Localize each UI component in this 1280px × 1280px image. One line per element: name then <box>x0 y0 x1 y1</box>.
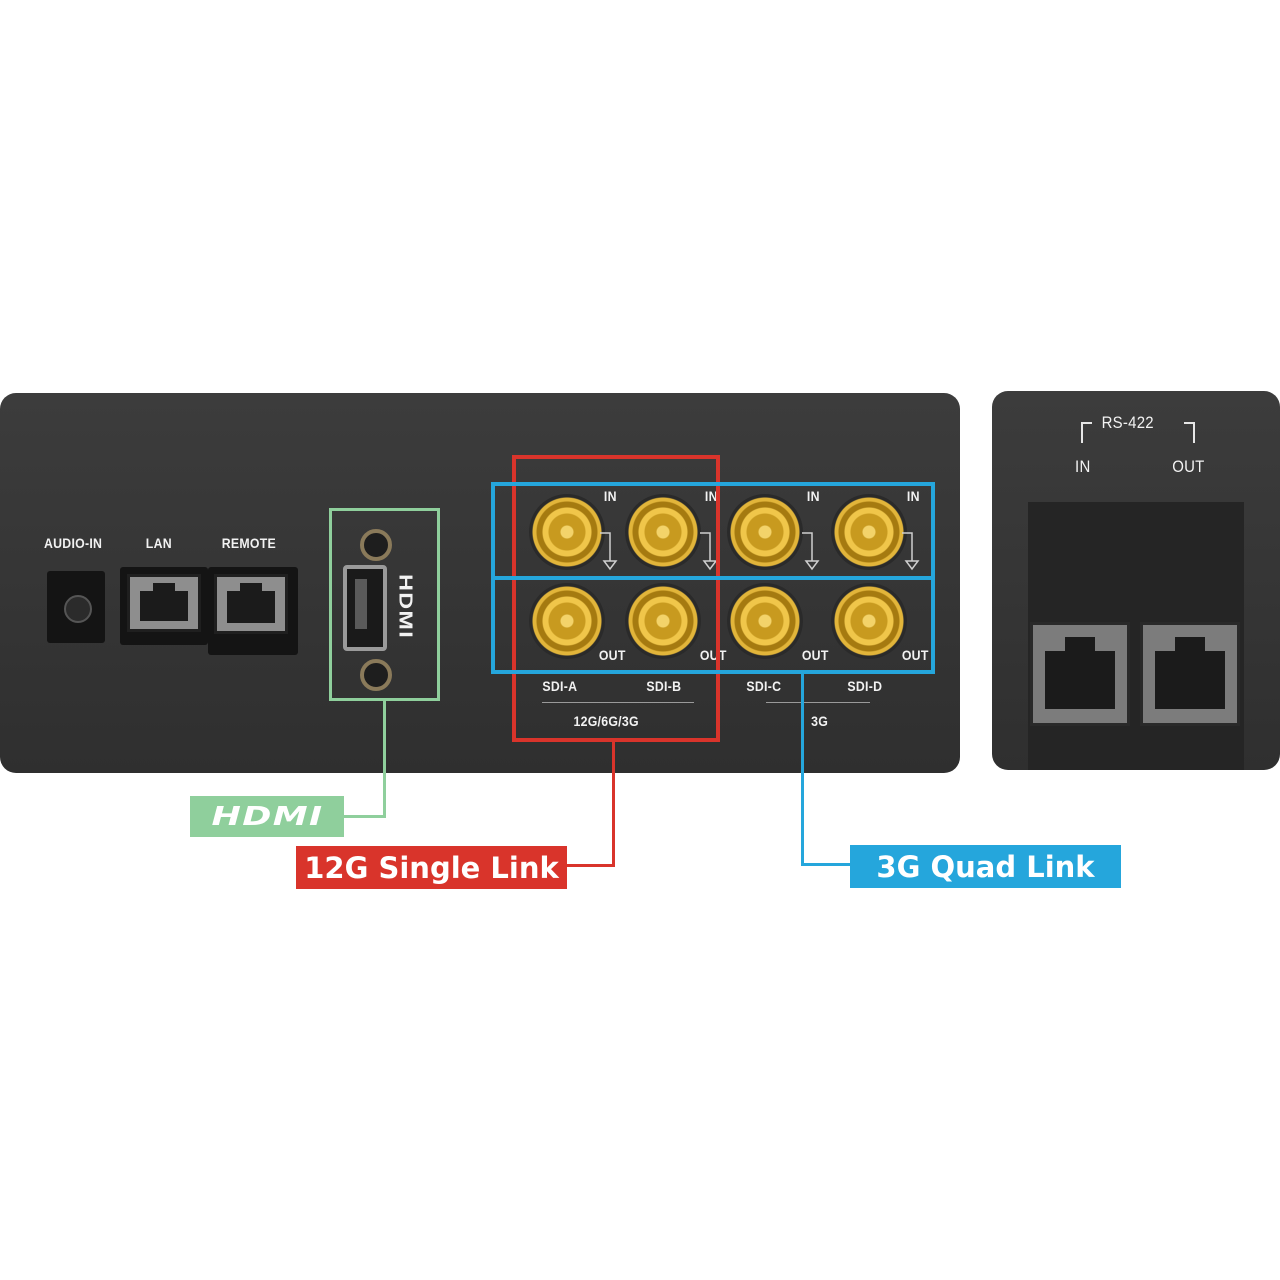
hdmi-screw-bottom <box>360 659 392 691</box>
audio-in-label: AUDIO-IN <box>43 535 103 551</box>
sdi-c-in-label: IN <box>806 488 820 504</box>
sdi-b-out-connector[interactable] <box>625 583 701 659</box>
rs422-panel: RS-422 IN OUT <box>992 391 1280 770</box>
rs422-label: RS-422 <box>1101 413 1154 432</box>
rs422-bracket-icon <box>1081 422 1195 443</box>
remote-label: REMOTE <box>221 535 277 551</box>
hdmi-leader-line <box>383 700 386 817</box>
quad-link-leader-line-h <box>801 863 851 866</box>
sdi-c-out-label: OUT <box>801 647 829 663</box>
sdi-c-out-connector[interactable] <box>727 583 803 659</box>
sdi-d-out-label: OUT <box>901 647 929 663</box>
lan-label: LAN <box>145 535 172 551</box>
quad-link-in-highlight-box <box>491 482 935 580</box>
audio-jack-icon <box>64 595 92 623</box>
sdi-d-out-connector[interactable] <box>831 583 907 659</box>
single-link-leader-line-h <box>565 864 615 867</box>
sdi-b-label: SDI-B <box>646 678 682 694</box>
sdi-c-in-connector[interactable] <box>727 494 803 570</box>
rs422-in-label: IN <box>1075 457 1091 476</box>
quad-link-out-highlight-box <box>491 576 935 674</box>
quad-link-callout: 3G Quad Link <box>850 845 1121 888</box>
quad-link-callout-text: 3G Quad Link <box>876 849 1095 884</box>
sdi-d-in-label: IN <box>906 488 920 504</box>
hdmi-port[interactable] <box>343 565 387 651</box>
hdmi-screw-top <box>360 529 392 561</box>
remote-port[interactable] <box>214 574 288 634</box>
lan-port[interactable] <box>127 574 201 632</box>
single-link-callout-text: 12G Single Link <box>304 850 559 885</box>
sdi-a-in-connector[interactable] <box>529 494 605 570</box>
group-ab-label: 12G/6G/3G <box>573 713 639 729</box>
group-cd-divider <box>766 702 870 703</box>
sdi-d-label: SDI-D <box>847 678 883 694</box>
sdi-a-out-label: OUT <box>598 647 626 663</box>
rs422-out-port[interactable] <box>1140 622 1240 726</box>
audio-in-port[interactable] <box>47 571 105 643</box>
group-cd-label: 3G <box>811 713 829 729</box>
main-device-panel: AUDIO-IN LAN REMOTE HDMI IN IN IN IN OUT… <box>0 393 960 773</box>
sdi-d-in-connector[interactable] <box>831 494 907 570</box>
loop-through-arrows-icon <box>600 532 920 571</box>
single-link-leader-line <box>612 742 615 867</box>
quad-link-leader-line <box>801 674 804 866</box>
hdmi-callout-text: HDMI <box>211 801 323 832</box>
sdi-a-out-connector[interactable] <box>529 583 605 659</box>
rs422-in-port[interactable] <box>1030 622 1130 726</box>
single-link-callout: 12G Single Link <box>296 846 567 889</box>
group-ab-divider <box>542 702 694 703</box>
sdi-b-in-label: IN <box>704 488 718 504</box>
sdi-a-label: SDI-A <box>542 678 578 694</box>
sdi-a-in-label: IN <box>603 488 617 504</box>
rs422-out-label: OUT <box>1172 457 1205 476</box>
sdi-b-in-connector[interactable] <box>625 494 701 570</box>
hdmi-highlight-box <box>329 508 440 701</box>
single-link-highlight-box <box>512 455 720 742</box>
hdmi-leader-line-h <box>344 815 386 818</box>
sdi-c-label: SDI-C <box>746 678 782 694</box>
hdmi-callout: HDMI <box>190 796 344 837</box>
